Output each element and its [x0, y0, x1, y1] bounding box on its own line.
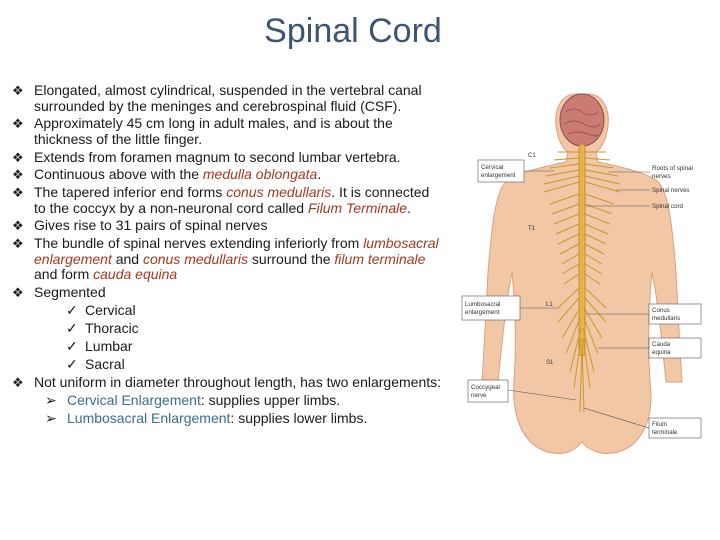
thoracic-nerves [549, 193, 615, 285]
bullet-diamond-icon: ❖ [12, 236, 24, 252]
bullet-item: ❖The tapered inferior end forms conus me… [12, 184, 430, 216]
enlargement-item: ➢Cervical Enlargement: supplies upper li… [45, 391, 341, 408]
checkmark-icon: ✓ [66, 302, 78, 319]
checkmark-icon: ✓ [66, 338, 78, 355]
bullet-item: ❖Segmented ✓Cervical ✓Thoracic ✓Lumbar ✓… [12, 284, 442, 373]
enlargement-item: ➢Lumbosacral Enlargement: supplies lower… [45, 409, 368, 426]
label-spinal-cord: Spinal cord [652, 203, 684, 210]
bullet-diamond-icon: ❖ [12, 375, 24, 391]
bullet-item: ❖Approximately 45 cm long in adult males… [12, 115, 393, 147]
segment-list: ✓Cervical ✓Thoracic ✓Lumbar ✓Sacral [34, 302, 442, 373]
bullet-diamond-icon: ❖ [12, 83, 24, 98]
arrow-right-icon: ➢ [45, 391, 57, 408]
cervical-nerves [543, 151, 621, 193]
cauda-equina-nerves [557, 287, 607, 413]
bullet-diamond-icon: ❖ [12, 149, 24, 165]
arrow-right-icon: ➢ [45, 409, 57, 426]
term-filum-terminale: Filum Terminale [307, 199, 408, 216]
enlargement-list: ➢Cervical Enlargement: supplies upper li… [34, 391, 442, 427]
brain [559, 93, 605, 147]
leader-line [507, 389, 577, 401]
bullet-diamond-icon: ❖ [12, 285, 24, 301]
label-box [461, 295, 521, 321]
checkmark-icon: ✓ [66, 356, 78, 373]
term-lumbosacral-enlargement: lumbosacral enlargement [34, 235, 439, 267]
segment-item: ✓Thoracic [66, 320, 139, 337]
checkmark-icon: ✓ [66, 320, 78, 337]
bullet-diamond-icon: ❖ [12, 116, 24, 132]
segment-item: ✓Sacral [66, 356, 125, 373]
page-title: Spinal Cord [264, 12, 442, 50]
bullet-diamond-icon: ❖ [12, 185, 24, 201]
term-conus-medullaris: conus medullaris [226, 184, 332, 201]
level-c1: C1 [528, 153, 536, 159]
segment-item: ✓Cervical [66, 302, 136, 319]
bullet-item: ❖Not uniform in diameter throughout leng… [12, 374, 442, 427]
bullet-diamond-icon: ❖ [12, 167, 24, 183]
bullet-item: ❖Elongated, almost cylindrical, suspende… [12, 82, 422, 114]
label-spinal-nerves: Spinal nerves [652, 187, 690, 194]
spinal-cord [578, 143, 586, 357]
leader-line [583, 407, 650, 429]
segment-item: ✓Lumbar [66, 338, 133, 355]
bullet-list: ❖Elongated, almost cylindrical, suspende… [12, 82, 442, 429]
level-t1: T1 [528, 226, 536, 232]
label-box [467, 379, 509, 403]
brain-folds [563, 108, 601, 137]
bullet-item: ❖Extends from foramen magnum to second l… [12, 148, 401, 165]
level-s1: S1 [546, 360, 554, 366]
term-medulla-oblongata: medulla oblongata [202, 166, 318, 183]
level-l1: L1 [546, 302, 553, 308]
term-cauda-equina: cauda equina [93, 266, 178, 283]
bullet-diamond-icon: ❖ [12, 218, 24, 234]
bullet-item: ❖Continuous above with the medulla oblon… [12, 166, 322, 183]
term-filum-terminale: filum terminale [334, 250, 426, 267]
bullet-item: ❖Gives rise to 31 pairs of spinal nerves [12, 217, 268, 234]
bullet-item: ❖The bundle of spinal nerves extending i… [12, 235, 439, 283]
term-conus-medullaris: conus medullaris [142, 250, 249, 267]
